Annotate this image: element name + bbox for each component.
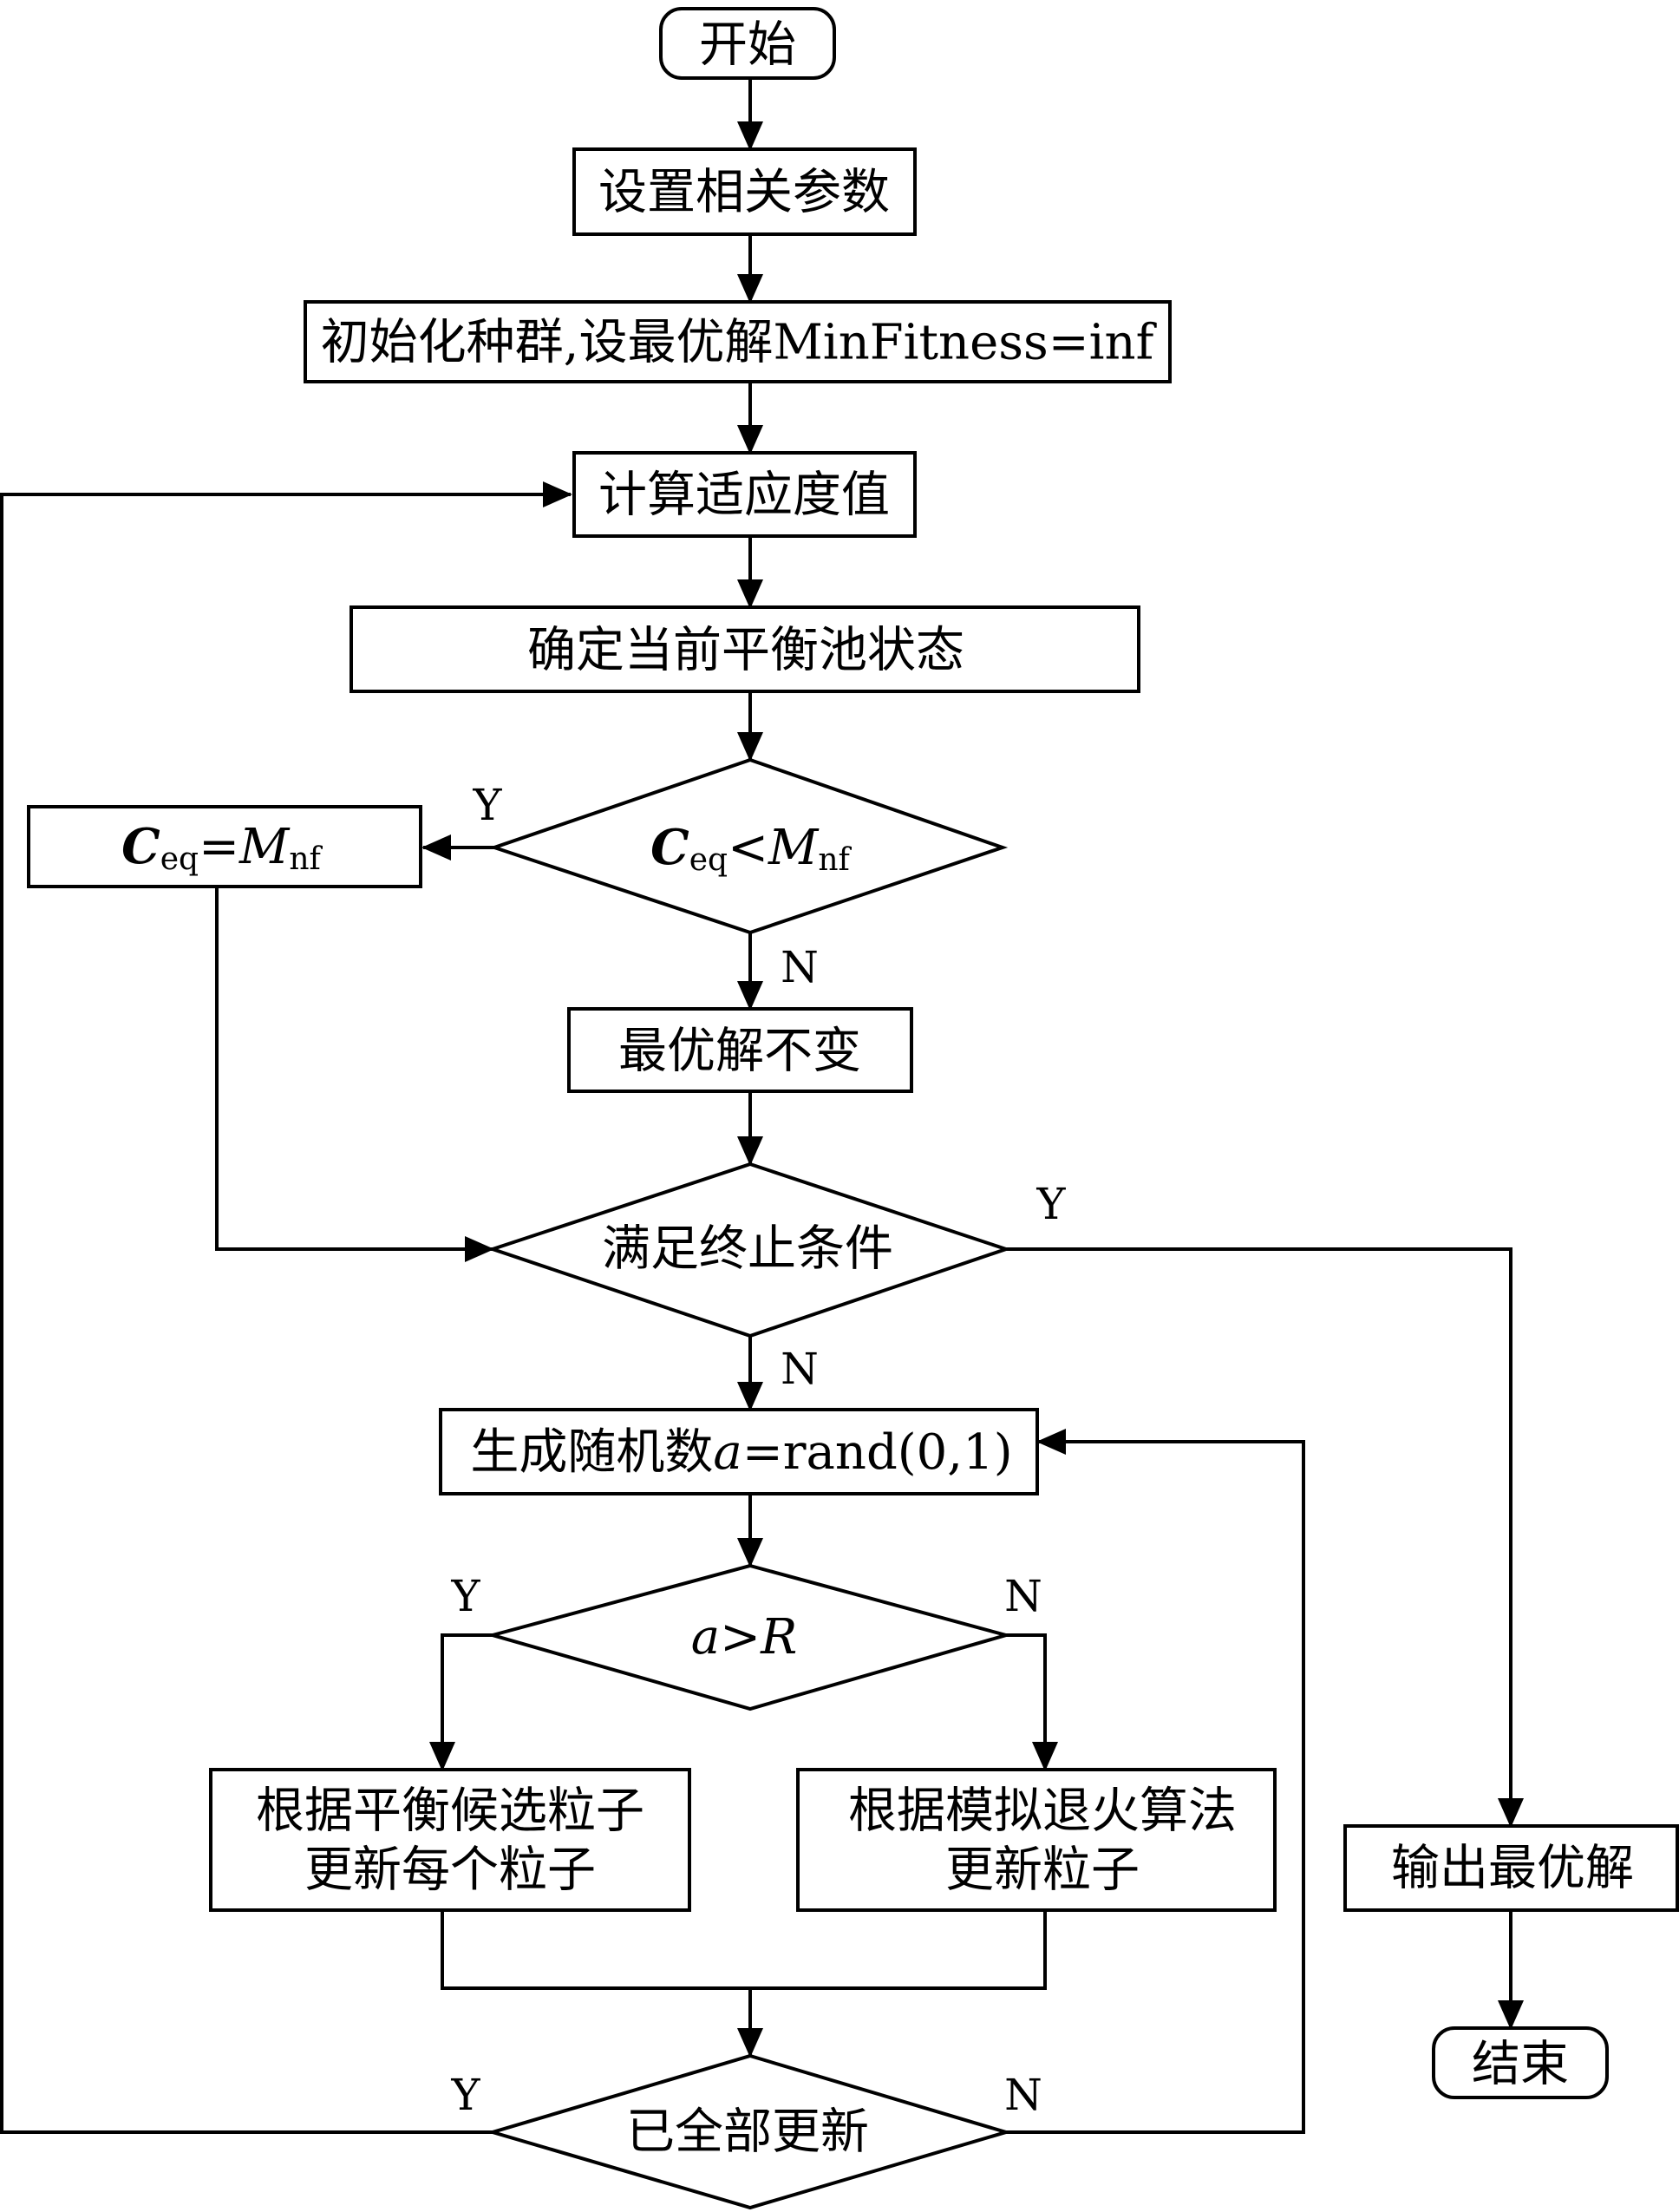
gen-rand-label: 生成随机数a=rand(0,1) [470,1424,1012,1481]
node-end: 结束 [1432,2026,1609,2099]
all-updated-yes-label: Y [450,2070,480,2120]
node-cond-a: a>R [486,1563,1013,1711]
cond-ceq-label: Ceq<Mnf [650,819,852,878]
edge-all-yes-to-fitness [0,481,572,2134]
node-set-params: 设置相关参数 [572,147,917,236]
start-label: 开始 [699,17,796,74]
cond-a-label: a>R [691,1609,797,1666]
edge-equilibrium-merge [441,1910,1047,1990]
node-init: 初始化种群,设最优解MinFitness=inf [304,300,1172,383]
edge-all-no-to-rand [1006,1429,1305,2134]
termination-label: 满足终止条件 [602,1221,893,1278]
all-updated-label: 已全部更新 [626,2104,869,2161]
ceq-no-label: N [781,942,819,992]
output-best-label: 输出最优解 [1391,1841,1634,1897]
update-equilibrium-line2: 更新每个粒子 [304,1842,596,1899]
cond-a-yes-label: Y [450,1571,480,1621]
node-update-annealing: 根据模拟退火算法 更新粒子 [796,1768,1277,1912]
node-gen-rand: 生成随机数a=rand(0,1) [439,1408,1039,1495]
node-determine-pool: 确定当前平衡池状态 [350,605,1140,693]
termination-no-label: N [781,1344,819,1394]
node-all-updated: 已全部更新 [486,2053,1013,2210]
node-calc-fitness: 计算适应度值 [572,451,917,538]
calc-fitness-label: 计算适应度值 [598,468,890,524]
node-termination: 满足终止条件 [487,1162,1012,1338]
best-unchanged-label: 最优解不变 [618,1024,861,1080]
update-equilibrium-line1: 根据平衡候选粒子 [256,1783,644,1840]
update-annealing-line2: 更新粒子 [945,1842,1140,1899]
init-label: 初始化种群,设最优解MinFitness=inf [321,315,1158,371]
node-cond-ceq: Ceq<Mnf [488,757,1009,935]
node-update-equilibrium: 根据平衡候选粒子 更新每个粒子 [209,1768,691,1912]
ceq-yes-label: Y [472,780,502,830]
end-label: 结束 [1472,2037,1569,2093]
update-annealing-line1: 根据模拟退火算法 [848,1783,1237,1840]
termination-yes-label: Y [1035,1179,1066,1229]
cond-a-no-label: N [1004,1571,1042,1621]
edge-labels: Y N Y N Y N Y N [450,780,1066,2120]
edge-cond-a-no-to-annealing [1006,1633,1058,1771]
node-assign-ceq: Ceq=Mnf [27,805,422,888]
node-start: 开始 [659,7,836,80]
all-updated-no-label: N [1004,2070,1042,2120]
edge-assign-to-termination [215,887,494,1262]
set-params-label: 设置相关参数 [598,165,890,221]
determine-pool-label: 确定当前平衡池状态 [527,623,964,679]
assign-ceq-label: Ceq=Mnf [121,818,323,877]
node-best-unchanged: 最优解不变 [567,1007,913,1093]
edge-termination-yes-to-output [1006,1247,1524,1828]
connectors [0,78,1524,2134]
node-output-best: 输出最优解 [1343,1824,1679,1912]
edge-cond-a-yes-to-equilibrium [429,1633,493,1771]
